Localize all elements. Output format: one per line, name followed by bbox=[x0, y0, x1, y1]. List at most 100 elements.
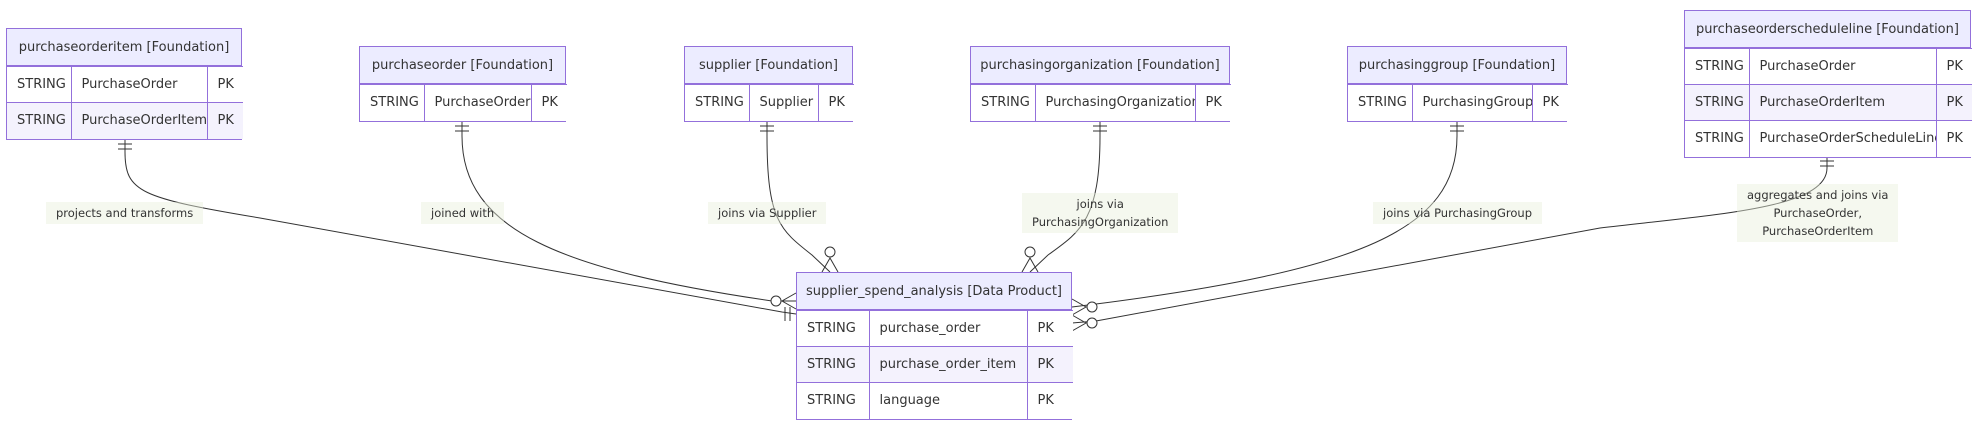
relationship-line-r_pgrp bbox=[1071, 120, 1458, 308]
entity-porg[interactable]: purchasingorganization [Foundation]STRIN… bbox=[970, 46, 1231, 122]
cardinality-zero-or-many bbox=[1021, 246, 1039, 273]
cardinality-exactly-one bbox=[455, 125, 469, 132]
relationship-label-line: joins via Supplier bbox=[718, 206, 817, 220]
attribute-type: STRING bbox=[685, 84, 750, 121]
attribute-name: PurchasingGroup bbox=[1412, 84, 1533, 121]
relationship-label-line: joins via PurchasingGroup bbox=[1383, 206, 1533, 220]
attribute-key: PK bbox=[531, 84, 567, 121]
attribute-key: PK bbox=[1532, 84, 1568, 121]
relationship-label-line: joined with bbox=[431, 206, 495, 220]
entity-title: supplier_spend_analysis [Data Product] bbox=[797, 273, 1071, 310]
cardinality-exactly-one bbox=[760, 125, 774, 132]
cardinality-exactly-one bbox=[1450, 125, 1464, 132]
entity-title: purchaseorder [Foundation] bbox=[360, 47, 565, 84]
attribute-key: PK bbox=[1027, 382, 1073, 419]
attribute-name: PurchaseOrderItem bbox=[71, 102, 208, 139]
attribute-type: STRING bbox=[1685, 84, 1750, 121]
attribute-key: PK bbox=[1936, 120, 1972, 157]
entity-title: supplier [Foundation] bbox=[685, 47, 852, 84]
cardinality-zero-or-many bbox=[1071, 298, 1098, 316]
attribute-type: STRING bbox=[797, 310, 870, 347]
attribute-key: PK bbox=[207, 66, 243, 103]
attribute-type: STRING bbox=[1685, 48, 1750, 85]
attribute-key: PK bbox=[1027, 310, 1073, 347]
relationship-line-r_po bbox=[461, 120, 796, 302]
cardinality-exactly-one bbox=[1093, 125, 1107, 132]
relationship-line-r_sup bbox=[766, 120, 831, 273]
attribute-name: purchase_order_item bbox=[869, 346, 1028, 383]
cardinality-exactly-one bbox=[1820, 160, 1834, 167]
attribute-key: PK bbox=[1936, 48, 1972, 85]
relationship-line-r_poi bbox=[124, 138, 797, 315]
attribute-key: PK bbox=[207, 102, 243, 139]
relationship-label: projects and transforms bbox=[46, 202, 204, 224]
attribute-type: STRING bbox=[1685, 120, 1750, 157]
cardinality-exactly-one bbox=[118, 143, 132, 150]
attribute-key: PK bbox=[1195, 84, 1231, 121]
attribute-type: STRING bbox=[7, 66, 72, 103]
relationship-label: joined with bbox=[421, 202, 505, 224]
entity-title: purchasinggroup [Foundation] bbox=[1348, 47, 1566, 84]
attribute-type: STRING bbox=[1348, 84, 1413, 121]
attribute-name: PurchaseOrderScheduleLine bbox=[1749, 120, 1937, 157]
cardinality-zero-or-many bbox=[770, 292, 797, 310]
entity-title: purchaseorderitem [Foundation] bbox=[7, 29, 241, 66]
cardinality-zero-or-many bbox=[821, 246, 839, 273]
cardinality-zero-or-many bbox=[1071, 314, 1098, 332]
entity-ssa[interactable]: supplier_spend_analysis [Data Product]ST… bbox=[796, 272, 1073, 420]
attribute-name: PurchaseOrder bbox=[424, 84, 532, 121]
attribute-type: STRING bbox=[971, 84, 1036, 121]
attribute-type: STRING bbox=[7, 102, 72, 139]
attribute-name: PurchaseOrder bbox=[71, 66, 208, 103]
entity-title: purchasingorganization [Foundation] bbox=[971, 47, 1229, 84]
relationship-label-line: PurchaseOrderItem bbox=[1762, 224, 1874, 238]
relationship-line-r_posl bbox=[1071, 155, 1828, 324]
cardinality-exactly-one bbox=[784, 307, 791, 321]
attribute-key: PK bbox=[1936, 84, 1972, 121]
attribute-name: purchase_order bbox=[869, 310, 1028, 347]
attribute-name: Supplier bbox=[749, 84, 819, 121]
relationship-label-line: projects and transforms bbox=[56, 206, 194, 220]
attribute-name: PurchaseOrderItem bbox=[1749, 84, 1937, 121]
attribute-type: STRING bbox=[797, 382, 870, 419]
entity-posl[interactable]: purchaseorderscheduleline [Foundation]ST… bbox=[1684, 10, 1972, 158]
relationship-label-line: PurchasingOrganization bbox=[1032, 215, 1169, 229]
attribute-name: PurchasingOrganization bbox=[1035, 84, 1196, 121]
relationship-label: joins via PurchasingGroup bbox=[1373, 202, 1543, 224]
relationship-label-line: PurchaseOrder, bbox=[1773, 206, 1863, 220]
relationship-line-r_porg bbox=[1029, 120, 1101, 273]
relationship-label-line: joins via bbox=[1076, 197, 1124, 211]
relationship-label-line: aggregates and joins via bbox=[1747, 188, 1889, 202]
attribute-type: STRING bbox=[360, 84, 425, 121]
attribute-key: PK bbox=[1027, 346, 1073, 383]
attribute-key: PK bbox=[818, 84, 854, 121]
attribute-name: PurchaseOrder bbox=[1749, 48, 1937, 85]
attribute-type: STRING bbox=[797, 346, 870, 383]
entity-title: purchaseorderscheduleline [Foundation] bbox=[1685, 11, 1970, 48]
